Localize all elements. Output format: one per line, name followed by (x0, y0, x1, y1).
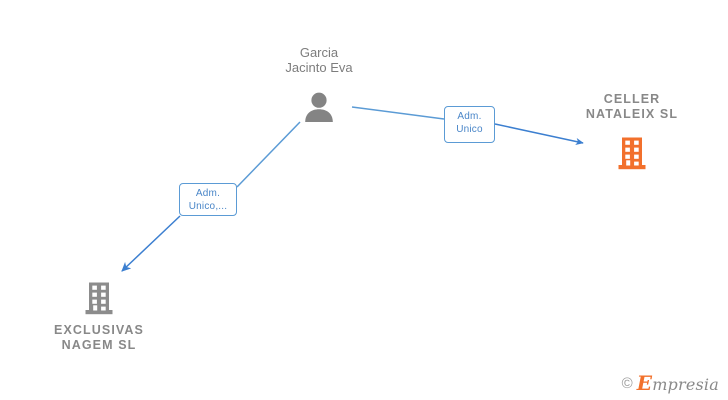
building-icon-exclusivas-nagem (85, 282, 113, 315)
watermark-brand-rest: mpresia (652, 375, 719, 394)
company-label-exclusivas-nagem: EXCLUSIVAS NAGEM SL (54, 323, 144, 352)
watermark-brand-initial: E (636, 371, 653, 395)
edge-line-person-to-label-left (236, 121, 301, 188)
person-label: Garcia Jacinto Eva (285, 45, 353, 75)
edge-label-adm-unico-celler[interactable]: Adm. Unico (444, 106, 495, 143)
watermark-brand: Empresia (637, 373, 719, 393)
edge-line-label-right-to-celler (494, 123, 584, 145)
edge-label-adm-unico-exclusivas[interactable]: Adm. Unico,... (179, 183, 237, 216)
building-icon-celler-nataleix (618, 137, 646, 170)
watermark-empresia: © Empresia (622, 373, 719, 393)
edge-line-person-to-label-right (351, 106, 445, 120)
edge-line-label-left-to-exclusivas (121, 215, 181, 272)
copyright-icon: © (621, 374, 633, 392)
person-icon (305, 92, 333, 122)
company-label-celler-nataleix: CELLER NATALEIX SL (585, 92, 679, 121)
